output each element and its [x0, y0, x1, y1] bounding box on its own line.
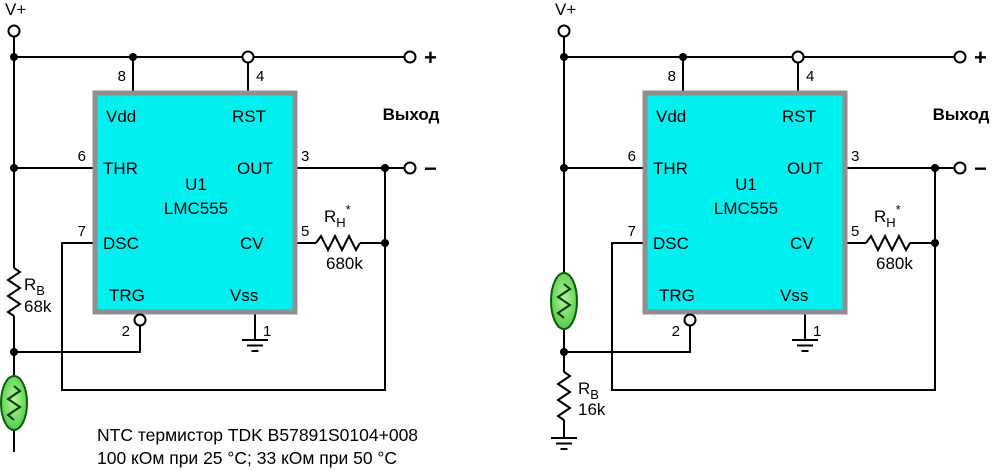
right-supply-terminal: [557, 24, 571, 38]
left-output-title: Выход: [383, 105, 440, 124]
right-pin-num-3: 3: [851, 148, 859, 165]
right-ground-icon: [792, 339, 818, 352]
right-ic-ref: U1: [735, 175, 757, 194]
left-pin-num-3: 3: [301, 148, 309, 165]
right-pin-vss-label: Vss: [780, 286, 808, 305]
left-minus-label: −: [424, 156, 437, 181]
left-pin-rst-label: RST: [232, 107, 266, 126]
left-pin-vss-label: Vss: [230, 286, 258, 305]
right-junction-dot: [931, 164, 939, 172]
right-minus-terminal: [953, 161, 967, 175]
left-junction-dot: [10, 164, 18, 172]
right-junction-dot: [560, 348, 568, 356]
right-junction-dot: [560, 53, 568, 61]
left-rb-resistor: [6, 267, 22, 317]
right-top-rail-wire: [564, 56, 954, 93]
caption-line-2: 100 кОм при 25 °C; 33 кОм при 50 °C: [97, 448, 397, 468]
right-junction-dot: [560, 164, 568, 172]
right-plus-label: +: [974, 45, 987, 70]
left-pin-num-2: 2: [122, 323, 130, 340]
right-plus-terminal: [953, 50, 967, 64]
left-junction-dot: [381, 164, 389, 172]
left-junction-dot: [129, 53, 137, 61]
right-ic-part: LMC555: [714, 199, 778, 218]
left-pin-num-8: 8: [118, 68, 126, 85]
left-pin-vdd-label: Vdd: [106, 107, 136, 126]
left-minus-terminal: [403, 161, 417, 175]
left-pin-thr-label: THR: [103, 159, 138, 178]
right-pin-num-6: 6: [628, 148, 636, 165]
left-pin-num-7: 7: [78, 223, 86, 240]
left-ic-body: [92, 90, 298, 315]
left-plus-label: +: [424, 45, 437, 70]
left-trg-terminal: [133, 313, 147, 327]
left-thermistor-icon: [0, 375, 28, 431]
right-pin-num-5: 5: [851, 223, 859, 240]
right-circuit: V+ + − Выход Vdd RST THR OUT U1 LMC555 D…: [550, 0, 990, 450]
left-pin-num-5: 5: [301, 223, 309, 240]
right-pin-dsc-label: DSC: [653, 234, 689, 253]
left-top-rail-wire: [14, 56, 404, 93]
right-ic-body: [642, 90, 848, 315]
left-pin-num-6: 6: [78, 148, 86, 165]
right-pin-rst-label: RST: [782, 107, 816, 126]
right-rb-value: 16k: [578, 400, 606, 419]
left-rh-resistor: [315, 233, 361, 253]
left-dsc-out-loop-wire: [61, 168, 386, 391]
left-plus-terminal: [403, 50, 417, 64]
left-rst-terminal: [241, 50, 255, 64]
right-pin-thr-label: THR: [653, 159, 688, 178]
left-junction-dot: [10, 53, 18, 61]
left-rh-label: RH*: [324, 202, 351, 230]
right-pin-num-1: 1: [813, 323, 821, 340]
right-rh-label: RH*: [874, 202, 901, 230]
right-junction-dot: [679, 53, 687, 61]
left-pin-trg-label: TRG: [109, 286, 145, 305]
caption: NTC термистор TDK B57891S0104+008 100 кО…: [97, 425, 418, 468]
left-ic-ref: U1: [185, 175, 207, 194]
left-rb-value: 68k: [24, 297, 52, 316]
right-supply-label: V+: [555, 0, 576, 19]
right-minus-label: −: [974, 156, 987, 181]
right-rb-resistor: [556, 371, 572, 421]
right-pin-cv-label: CV: [790, 234, 814, 253]
right-pin-num-4: 4: [806, 68, 814, 85]
right-trg-terminal: [683, 313, 697, 327]
left-pin-cv-label: CV: [240, 234, 264, 253]
left-pin-num-4: 4: [256, 68, 264, 85]
left-ground-icon: [242, 339, 268, 352]
right-pin-trg-label: TRG: [659, 286, 695, 305]
right-pin-vdd-label: Vdd: [656, 107, 686, 126]
right-rst-terminal: [791, 50, 805, 64]
left-rb-label: RB: [24, 275, 45, 298]
left-junction-dot: [381, 239, 389, 247]
right-rb-label: RB: [578, 379, 599, 402]
left-supply-label: V+: [5, 0, 26, 19]
right-junction-dot: [931, 239, 939, 247]
right-pin-out-label: OUT: [787, 159, 823, 178]
caption-line-1: NTC термистор TDK B57891S0104+008: [97, 425, 418, 445]
left-junction-dot: [10, 348, 18, 356]
right-pin-num-8: 8: [668, 68, 676, 85]
left-pin-dsc-label: DSC: [103, 234, 139, 253]
left-circuit: V+ + − Выход Vdd RST THR OUT U1 LMC555 D…: [0, 0, 440, 452]
left-ic-part: LMC555: [164, 199, 228, 218]
right-thermistor-icon: [550, 272, 578, 330]
right-pin-num-7: 7: [628, 223, 636, 240]
left-rh-value: 680k: [326, 254, 363, 273]
left-supply-terminal: [7, 24, 21, 38]
right-rb-ground-icon: [551, 437, 577, 450]
right-pin-num-2: 2: [672, 323, 680, 340]
left-pin-out-label: OUT: [237, 159, 273, 178]
right-rh-resistor: [865, 233, 911, 253]
left-pin-num-1: 1: [263, 323, 271, 340]
right-dsc-out-loop-wire: [611, 168, 936, 391]
right-rh-value: 680k: [876, 254, 913, 273]
right-output-title: Выход: [933, 105, 990, 124]
